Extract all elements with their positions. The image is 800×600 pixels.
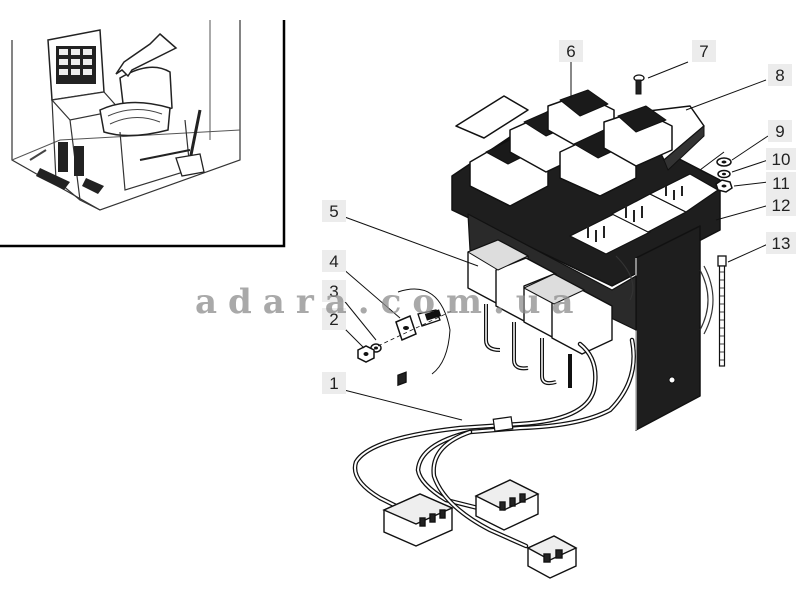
svg-text:4: 4	[329, 252, 338, 271]
callout-8: 8	[768, 64, 792, 86]
callout-10: 10	[766, 148, 796, 170]
relay-block-assembly	[451, 89, 721, 431]
callout-5: 5	[322, 200, 346, 222]
svg-text:3: 3	[329, 282, 338, 301]
watermark: adara.com.ua	[195, 282, 585, 322]
svg-text:8: 8	[775, 66, 784, 85]
svg-text:5: 5	[329, 202, 338, 221]
wiring-harness	[352, 337, 636, 549]
svg-text:12: 12	[772, 196, 791, 215]
svg-text:10: 10	[772, 150, 791, 169]
callout-2: 2	[322, 308, 346, 330]
nut-11	[715, 179, 733, 193]
callout-6: 6	[559, 40, 583, 62]
callout-13: 13	[766, 232, 796, 254]
callout-4: 4	[322, 250, 346, 272]
svg-text:7: 7	[699, 42, 708, 61]
callout-11: 11	[766, 172, 796, 194]
leader-lines	[341, 60, 769, 421]
screw-7	[633, 74, 645, 95]
svg-text:9: 9	[775, 122, 784, 141]
svg-text:6: 6	[566, 42, 575, 61]
callout-3: 3	[322, 280, 346, 302]
callout-9: 9	[768, 120, 792, 142]
svg-text:11: 11	[772, 174, 790, 193]
screw-4	[417, 309, 442, 327]
callout-1: 1	[322, 372, 346, 394]
lower-relays	[467, 239, 613, 355]
bracket-plate-4	[395, 314, 417, 342]
cable-tie-13	[717, 255, 727, 367]
top-relays	[469, 89, 673, 207]
callout-12: 12	[766, 194, 796, 216]
inset-cab-view	[0, 20, 286, 248]
harness-connectors	[382, 371, 578, 579]
nut-2	[357, 345, 375, 363]
callout-7: 7	[692, 40, 716, 62]
svg-text:2: 2	[329, 310, 338, 329]
washer-9	[716, 157, 732, 167]
svg-text:1: 1	[329, 374, 338, 393]
washer-10	[717, 169, 731, 179]
svg-text:13: 13	[772, 234, 791, 253]
